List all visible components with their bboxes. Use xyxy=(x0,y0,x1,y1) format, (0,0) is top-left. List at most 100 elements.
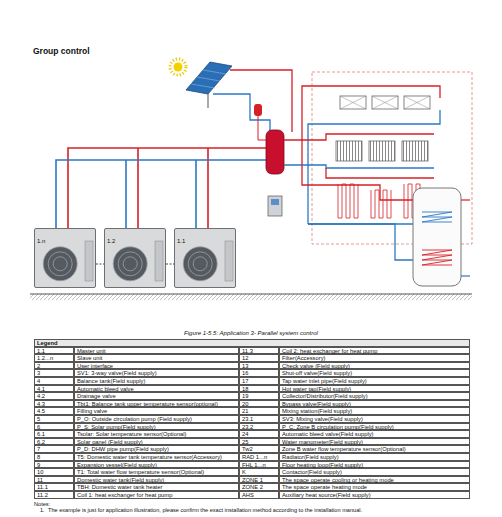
legend-description: Tbt1: Balance tank upper temperature sen… xyxy=(74,400,239,408)
note-number: 1. xyxy=(40,507,45,513)
legend-description: Auxiliary heat source(Field supply) xyxy=(279,491,470,499)
legend-code: 1.2...n xyxy=(34,354,74,362)
domestic-water-tank xyxy=(461,275,470,276)
legend-code: FHL 1...n xyxy=(239,461,279,469)
legend-code: 11.2 xyxy=(34,491,74,499)
balance-tank xyxy=(254,104,284,174)
legend-description: Shut-off valve(Field supply) xyxy=(279,369,470,377)
legend-code: 1.1 xyxy=(34,347,74,355)
distribution-pipes xyxy=(284,110,440,165)
fan-ring xyxy=(118,252,142,276)
legend-description: P_C: Zone B circulation pump(Field suppl… xyxy=(279,423,470,431)
legend-description: Solar panel (Field supply) xyxy=(74,438,239,446)
domestic-water-tank xyxy=(461,199,470,200)
legend-code: 23.2 xyxy=(239,423,279,431)
legend-description: Bypass valve(Field supply) xyxy=(279,400,470,408)
legend-code: 11.1 xyxy=(34,483,74,491)
fan-ring xyxy=(113,247,147,281)
legend-description: P_O: Outside circulation pump (Field sup… xyxy=(74,415,239,423)
comm-wire xyxy=(166,264,174,265)
sun xyxy=(174,63,183,72)
legend-description: Floor heating loop(Field supply) xyxy=(279,461,470,469)
legend-code: 12 xyxy=(239,354,279,362)
legend-code: 6.2 xyxy=(34,438,74,446)
legend-description: Water manometer(Field supply) xyxy=(279,438,470,446)
legend-description: SV3: Mixing valve(Field supply) xyxy=(279,415,470,423)
legend-code: 7 xyxy=(34,445,74,453)
fan-coil-units xyxy=(340,96,366,109)
legend-description: Master unit xyxy=(74,347,239,355)
side-panel xyxy=(225,241,233,281)
unit-label: 1.n xyxy=(35,237,47,246)
user-interface xyxy=(268,196,282,216)
domestic-water-tank xyxy=(413,188,470,286)
solar-panel xyxy=(208,94,209,108)
legend-code: AHS xyxy=(239,491,279,499)
side-panel xyxy=(155,241,163,281)
legend-code: 11.3 xyxy=(239,347,279,355)
solar-pipes xyxy=(213,70,292,132)
legend-code: 4.3 xyxy=(34,400,74,408)
balance-tank xyxy=(258,116,259,140)
outdoor-unit: 1.2 xyxy=(104,228,166,288)
legend-description: Expansion vessel(Field supply) xyxy=(74,461,239,469)
floor-heating-loops xyxy=(371,190,391,218)
legend-description: Slave unit xyxy=(74,354,239,362)
legend-code: 4.1 xyxy=(34,385,74,393)
fan-ring xyxy=(43,247,77,281)
solar-panel xyxy=(186,62,232,94)
legend-description: Tap water inlet pipe(Field supply) xyxy=(279,377,470,385)
legend-code: 25 xyxy=(239,438,279,446)
legend-description: Collector/Distributor(Field supply) xyxy=(279,392,470,400)
supply-header xyxy=(125,160,127,228)
fan-ring xyxy=(193,257,207,271)
legend-code: ZONE 2 xyxy=(239,483,279,491)
legend-code: 4 xyxy=(34,377,74,385)
legend-description: Drainage valve xyxy=(74,392,239,400)
legend-description: Automatic bleed valve xyxy=(74,385,239,393)
legend-description: SV1: 3-way valve(Field supply) xyxy=(74,369,239,377)
legend-code: ZONE 1 xyxy=(239,476,279,484)
legend-description: P_S: Solar pump(Field supply) xyxy=(74,423,239,431)
legend-code: 4.2 xyxy=(34,392,74,400)
fan-ring xyxy=(183,247,217,281)
legend-code: 19 xyxy=(239,392,279,400)
domestic-water-tank xyxy=(422,212,452,222)
balance-tank xyxy=(258,140,266,141)
sun xyxy=(170,59,186,75)
distribution-pipes xyxy=(307,165,308,224)
legend-code: 17 xyxy=(239,377,279,385)
solar-panel xyxy=(203,70,226,74)
legend-description: Check valve (Field supply) xyxy=(279,362,470,370)
fan-coil-units xyxy=(340,96,366,109)
figure-caption: Figure 1-5.5: Application 3- Parallel sy… xyxy=(0,330,502,336)
fan-ring xyxy=(53,257,67,271)
supply-header xyxy=(56,148,266,228)
legend-description: Coil 1: heat exchanger for heat pump xyxy=(74,491,239,499)
legend-code: 10 xyxy=(34,468,74,476)
legend-code: 9 xyxy=(34,461,74,469)
radiators xyxy=(402,141,428,161)
legend-description: TBH: Domestic water tank heater xyxy=(74,483,239,491)
outdoor-unit: 1.1 xyxy=(174,228,236,288)
fan-coil-units xyxy=(340,96,430,109)
floor-heating-loops xyxy=(338,184,358,218)
legend-description: Filling valve xyxy=(74,407,239,415)
solar-panel xyxy=(191,84,215,88)
solar-panel xyxy=(186,62,232,108)
legend-description: The space operate heating mode xyxy=(279,483,470,491)
legend-code: 20 xyxy=(239,400,279,408)
distribution-pipes xyxy=(308,224,413,260)
legend-description: Contactor(Field supply) xyxy=(279,468,470,476)
legend-description: Radiator(Field supply) xyxy=(279,453,470,461)
solar-panel xyxy=(197,77,220,81)
user-interface xyxy=(271,199,279,205)
distribution-pipes xyxy=(302,134,434,140)
legend-description: Hot water tap(Field supply) xyxy=(279,385,470,393)
fan-ring xyxy=(123,257,137,271)
legend-description: T1: Total water flow temperature sensor(… xyxy=(74,468,239,476)
ground xyxy=(30,294,472,300)
radiators xyxy=(369,141,395,161)
legend-description: Filter(Accessory) xyxy=(279,354,470,362)
supply-header xyxy=(195,160,197,228)
